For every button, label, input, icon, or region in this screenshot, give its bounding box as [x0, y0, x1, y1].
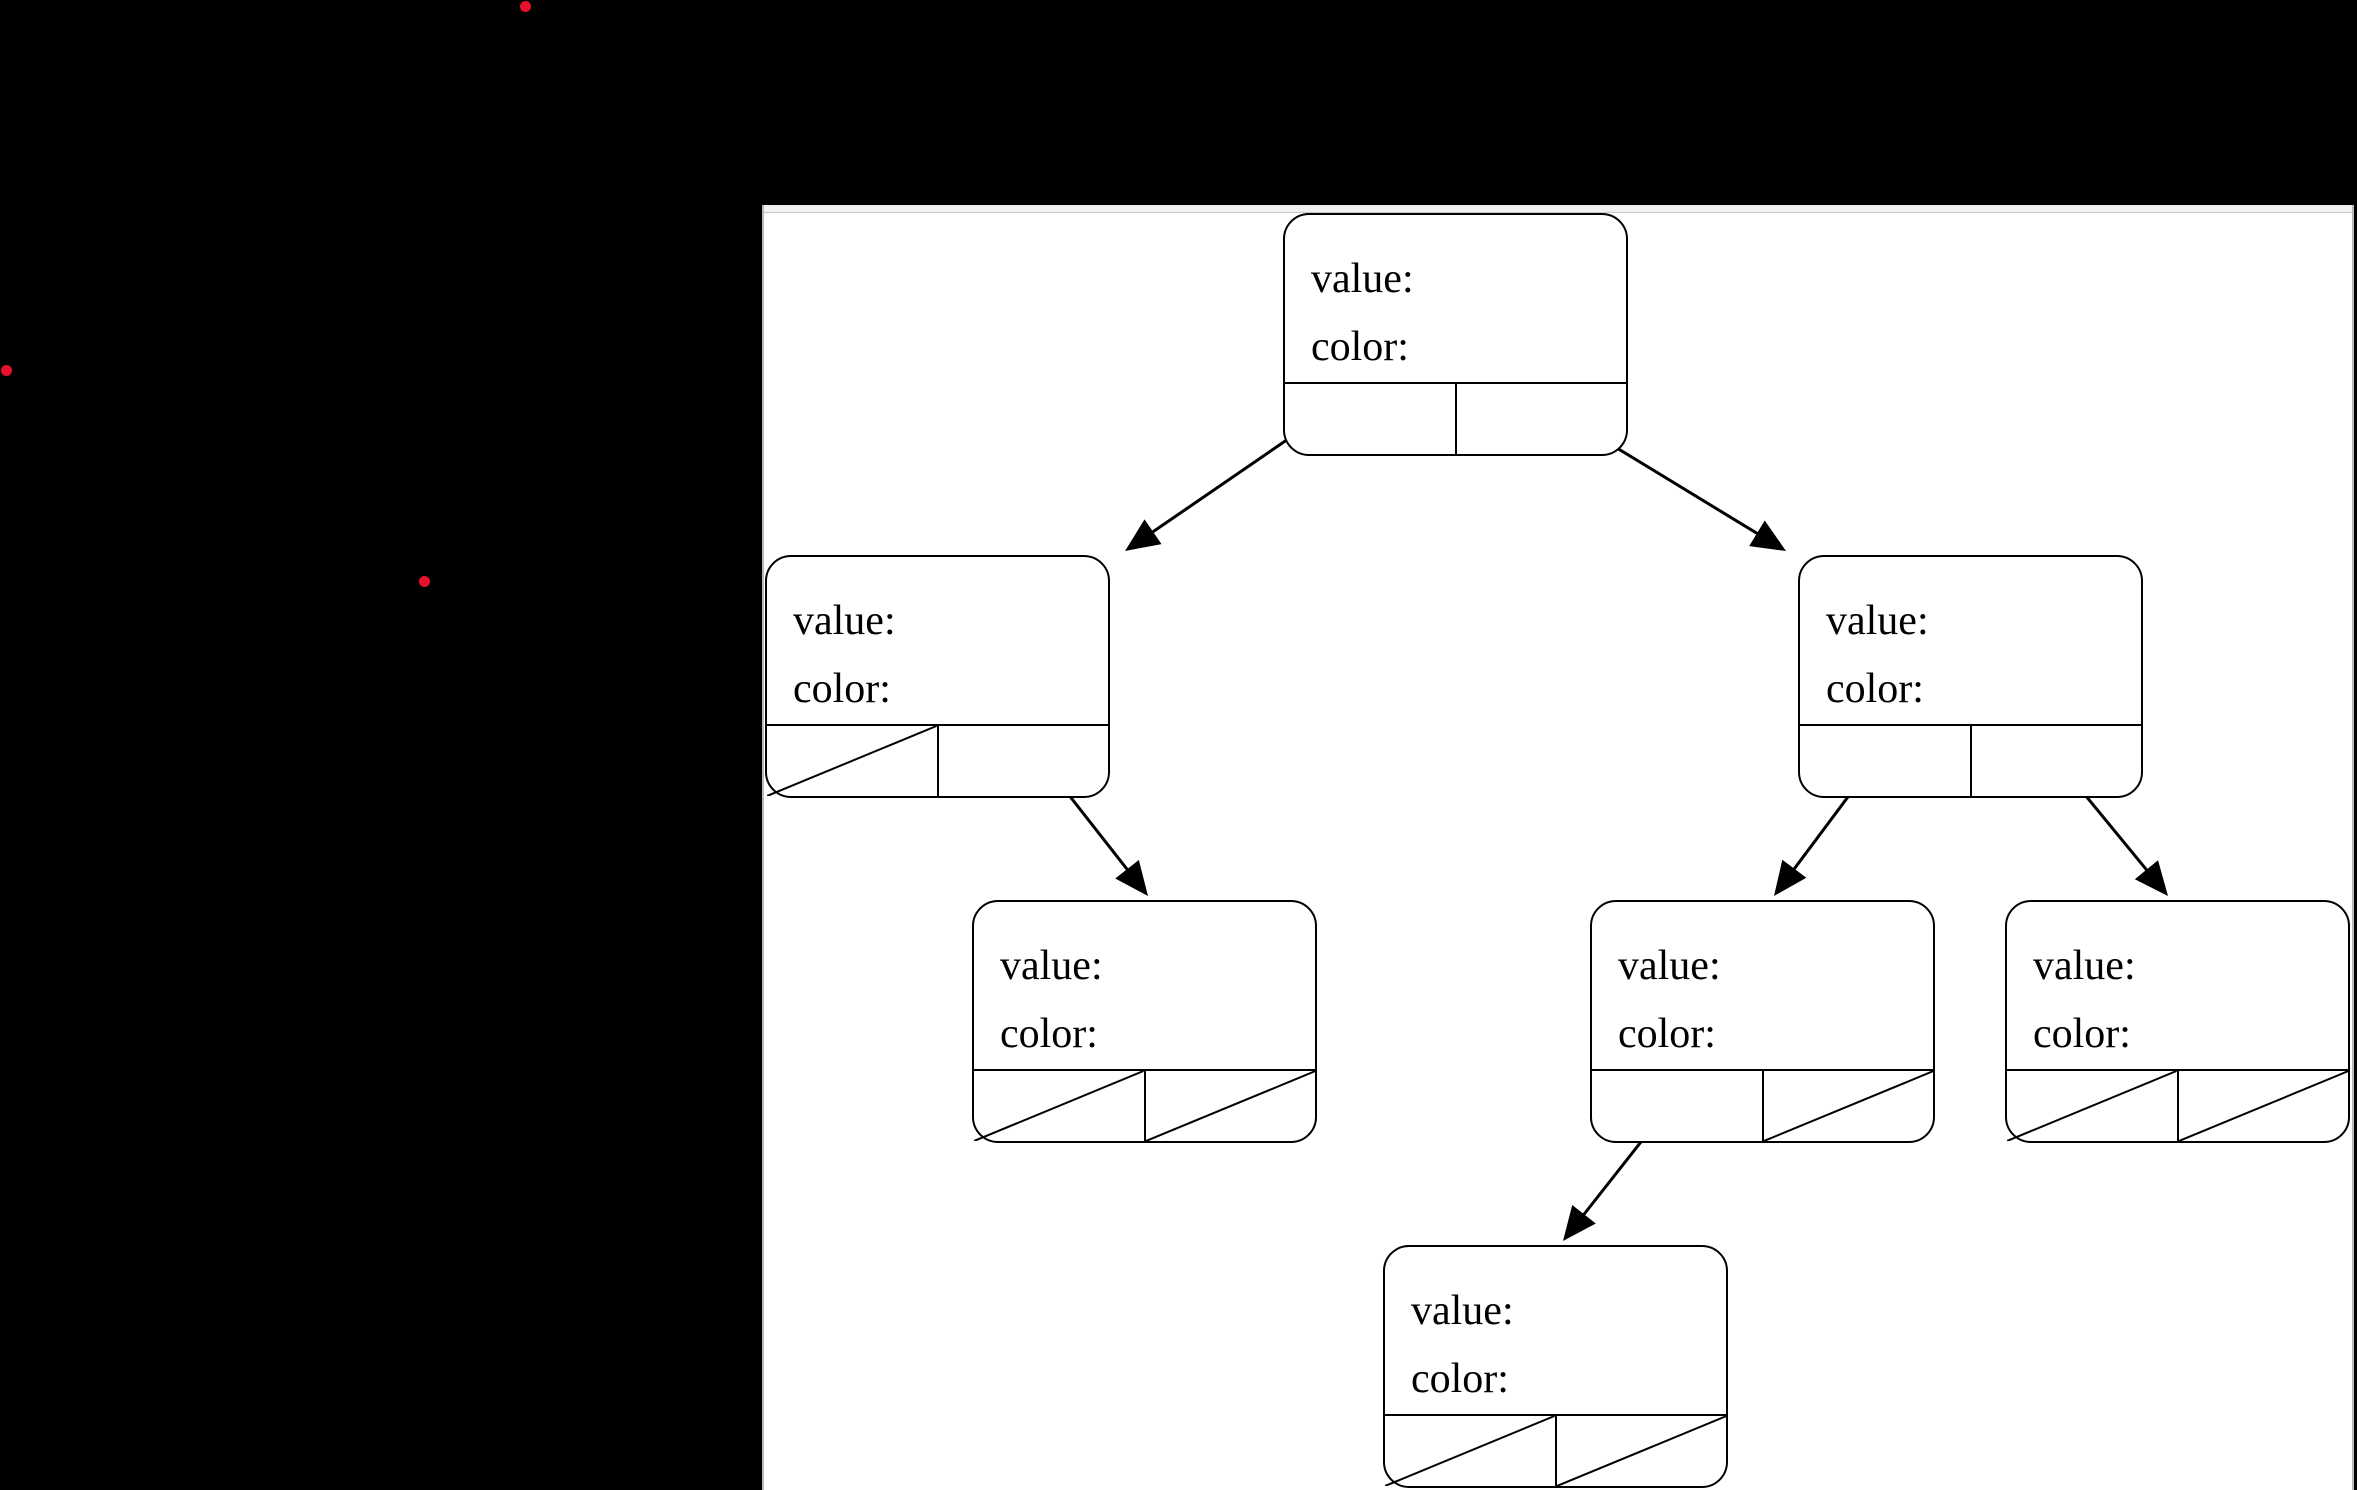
null-pointer-slash-icon — [1557, 1416, 1727, 1486]
node-right-pointer-slot[interactable] — [1972, 726, 2142, 796]
node-fields: value: color: — [1800, 557, 2141, 726]
node-pointer-row — [1592, 1069, 1933, 1141]
node-right-pointer-slot[interactable] — [1764, 1071, 1934, 1141]
null-pointer-slash-icon — [974, 1071, 1144, 1141]
node-value-label: value: — [1000, 943, 1103, 989]
node-pointer-row — [767, 724, 1108, 796]
null-pointer-slash-icon — [1146, 1071, 1316, 1141]
node-color-label: color: — [1000, 1011, 1098, 1057]
canvas-top-strip — [762, 205, 2354, 213]
marker-dot-1 — [520, 1, 531, 12]
tree-node-inner-b[interactable]: value: color: — [1590, 900, 1935, 1143]
node-fields: value: color: — [1285, 215, 1626, 384]
tree-node-leaf-a[interactable]: value: color: — [972, 900, 1317, 1143]
null-pointer-slash-icon — [1385, 1416, 1555, 1486]
node-color-label: color: — [1826, 666, 1924, 712]
node-value-label: value: — [1826, 598, 1929, 644]
node-color-label: color: — [1411, 1356, 1509, 1402]
node-right-pointer-slot[interactable] — [1457, 384, 1627, 454]
node-value-label: value: — [793, 598, 896, 644]
node-right-pointer-slot[interactable] — [939, 726, 1109, 796]
node-right-pointer-slot[interactable] — [1557, 1416, 1727, 1486]
node-right-pointer-slot[interactable] — [2179, 1071, 2349, 1141]
null-pointer-slash-icon — [2179, 1071, 2349, 1141]
edge-arrowhead-icon — [1774, 859, 1807, 896]
null-pointer-slash-icon — [2007, 1071, 2177, 1141]
marker-dot-2 — [1, 365, 12, 376]
node-fields: value: color: — [767, 557, 1108, 726]
node-pointer-row — [1800, 724, 2141, 796]
edge-arrowhead-icon — [1749, 520, 1786, 551]
edge-arrowhead-icon — [1125, 519, 1162, 551]
node-pointer-row — [2007, 1069, 2348, 1141]
edge-arrowhead-icon — [2134, 860, 2168, 896]
node-right-pointer-slot[interactable] — [1146, 1071, 1316, 1141]
marker-dot-3 — [419, 576, 430, 587]
node-pointer-row — [974, 1069, 1315, 1141]
node-fields: value: color: — [1385, 1247, 1726, 1416]
node-pointer-row — [1385, 1414, 1726, 1486]
node-color-label: color: — [793, 666, 891, 712]
node-fields: value: color: — [2007, 902, 2348, 1071]
node-left-pointer-slot[interactable] — [1592, 1071, 1764, 1141]
node-left-pointer-slot[interactable] — [1385, 1416, 1557, 1486]
node-left-pointer-slot[interactable] — [974, 1071, 1146, 1141]
node-value-label: value: — [1311, 256, 1414, 302]
canvas-right-border — [2352, 205, 2354, 1490]
node-value-label: value: — [2033, 943, 2136, 989]
node-left-pointer-slot[interactable] — [1800, 726, 1972, 796]
null-pointer-slash-icon — [1764, 1071, 1934, 1141]
null-pointer-slash-icon — [767, 726, 937, 796]
tree-node-left-child[interactable]: value: color: — [765, 555, 1110, 798]
node-value-label: value: — [1411, 1288, 1514, 1334]
node-pointer-row — [1285, 382, 1626, 454]
tree-node-right-child[interactable]: value: color: — [1798, 555, 2143, 798]
node-color-label: color: — [1311, 324, 1409, 370]
node-left-pointer-slot[interactable] — [767, 726, 939, 796]
node-left-pointer-slot[interactable] — [2007, 1071, 2179, 1141]
tree-node-root[interactable]: value: color: — [1283, 213, 1628, 456]
edge-arrowhead-icon — [1115, 859, 1148, 896]
node-left-pointer-slot[interactable] — [1285, 384, 1457, 454]
diagram-canvas: value:color:value:color:value:color:valu… — [762, 205, 2354, 1490]
node-value-label: value: — [1618, 943, 1721, 989]
node-color-label: color: — [1618, 1011, 1716, 1057]
tree-node-leaf-c[interactable]: value: color: — [2005, 900, 2350, 1143]
tree-node-leaf-d[interactable]: value: color: — [1383, 1245, 1728, 1488]
canvas-left-border — [762, 205, 764, 1490]
node-color-label: color: — [2033, 1011, 2131, 1057]
node-fields: value: color: — [974, 902, 1315, 1071]
node-fields: value: color: — [1592, 902, 1933, 1071]
edge-arrowhead-icon — [1563, 1205, 1596, 1241]
